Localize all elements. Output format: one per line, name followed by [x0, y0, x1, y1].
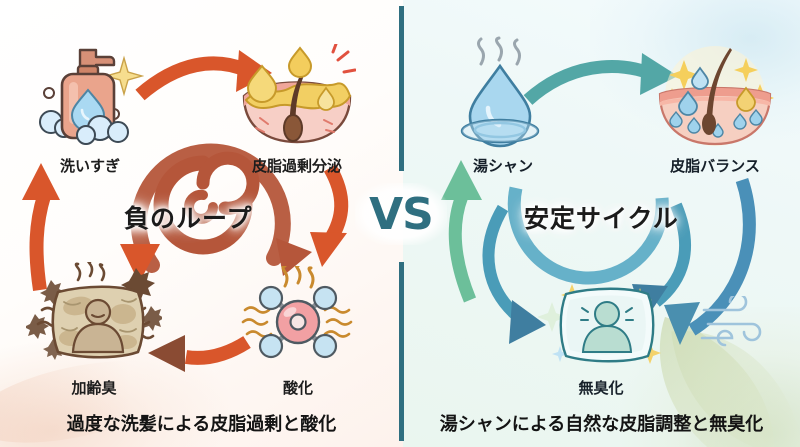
node-aging-odor: 加齢臭 [24, 259, 164, 398]
negative-loop-title: 負のループ [124, 204, 253, 233]
stable-cycle-title: 安定サイクル [524, 204, 679, 233]
arrow-wash-to-sebum [135, 50, 272, 101]
vs-label: VS [355, 183, 447, 245]
stable-cycle-ring-icon [507, 186, 669, 285]
negative-spiral-icon [130, 143, 291, 273]
node-label: 皮脂バランス [670, 157, 760, 175]
node-label: 湯シャン [472, 157, 533, 175]
clean-pillow-icon [537, 280, 664, 374]
arrow-sebum-to-oxidation [310, 164, 349, 267]
arrow-balance-to-pillow [664, 177, 756, 345]
divider-bottom [399, 262, 404, 441]
node-oxidation: 酸化 [241, 263, 355, 398]
node-label: 無臭化 [578, 379, 624, 397]
node-sebum-balance: 皮脂バランス [654, 44, 776, 176]
balanced-hair-follicle-icon [654, 44, 776, 152]
shampoo-bottle-icon [36, 36, 145, 152]
smelly-pillow-icon [24, 259, 164, 374]
left-caption: 過度な洗髪による皮脂過剰と酸化 [66, 414, 337, 435]
node-label: 皮脂過剰分泌 [251, 157, 342, 175]
spiral-arrowhead-left [120, 244, 160, 283]
node-excess-sebum: 皮脂過剰分泌 [238, 42, 357, 176]
oxidation-molecule-icon [241, 263, 355, 374]
arrow-oxidation-to-odor [148, 335, 251, 372]
node-label: 酸化 [282, 379, 313, 397]
node-hot-water-wash: 湯シャン [448, 36, 558, 176]
arrow-pillow-to-yushan [441, 160, 482, 303]
node-odorless: 無臭化 [537, 280, 664, 398]
arrow-odor-to-wash [22, 163, 60, 292]
divider-top [399, 6, 404, 171]
oily-hair-follicle-icon [238, 42, 357, 152]
right-caption: 湯シャンによる自然な皮脂調整と無臭化 [439, 414, 764, 435]
arrow-cycle-inner-left [482, 204, 546, 344]
node-overwashing: 洗いすぎ [36, 36, 145, 176]
arrow-yushan-to-balance [523, 53, 678, 105]
warm-water-drop-icon [448, 36, 558, 152]
node-label: 加齢臭 [71, 379, 117, 397]
node-label: 洗いすぎ [59, 157, 120, 175]
